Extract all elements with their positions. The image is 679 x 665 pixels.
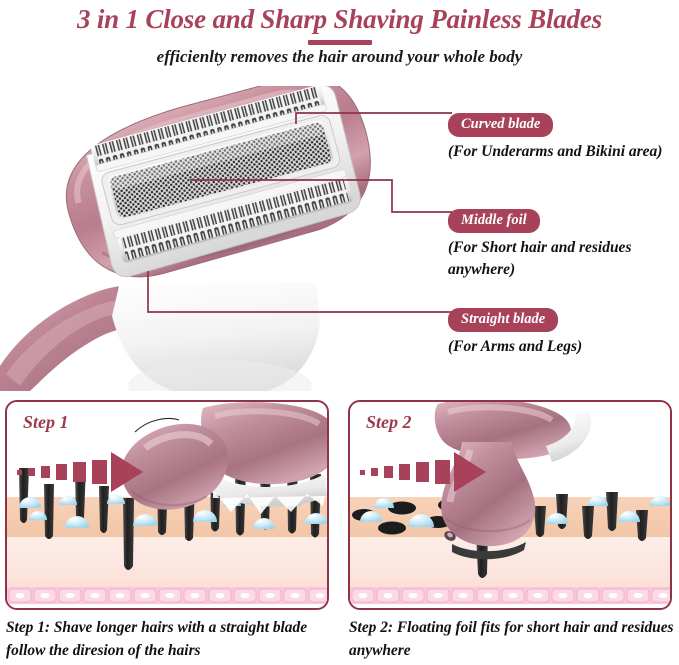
middle-foil-mesh [101, 114, 341, 226]
product-hero-image [0, 86, 679, 391]
page-subtitle: efficienlty removes the hair around your… [156, 47, 523, 66]
skin-cell-strip [350, 587, 670, 604]
shaver-device-step2 [434, 402, 592, 560]
shaver-device-step1 [118, 402, 327, 514]
step-2-label: Step 2 [366, 412, 412, 432]
title-divider [307, 40, 372, 45]
leader-line-curved-blade [295, 112, 452, 124]
callout-leader-lines [147, 112, 452, 313]
direction-arrow [17, 452, 143, 492]
callout-straight-blade: Straight blade (For Arms and Legs) [448, 308, 582, 358]
curved-blade-comb [91, 86, 327, 172]
callout-description-curved-blade: (For Underarms and Bikini area) [448, 142, 663, 160]
step-2-illustration [350, 402, 670, 608]
shaver-body [112, 282, 320, 391]
step-1-label: Step 1 [23, 412, 69, 432]
straight-blade-comb [113, 169, 353, 263]
step-1-illustration [7, 402, 327, 608]
callout-badge-straight-blade: Straight blade [448, 308, 559, 332]
step-1-panel: Step 1 [5, 400, 329, 610]
callout-badge-curved-blade: Curved blade [448, 113, 554, 137]
direction-arrow [360, 452, 486, 492]
callout-badge-middle-foil: Middle foil [448, 209, 540, 233]
skin-dermis [350, 537, 670, 587]
step-2-caption: Step 2: Floating foil fits for short hai… [349, 619, 674, 660]
leader-line-straight-blade [147, 271, 452, 313]
step-2-panel: Step 2 [348, 400, 672, 610]
callout-curved-blade: Curved blade (For Underarms and Bikini a… [448, 113, 662, 163]
leader-line-middle-foil [190, 179, 452, 213]
skin-dermis [7, 537, 327, 587]
page-title: 3 in 1 Close and Sharp Shaving Painless … [77, 4, 602, 34]
step-1-caption: Step 1: Shave longer hairs with a straig… [6, 619, 308, 660]
callout-description-straight-blade: (For Arms and Legs) [448, 337, 583, 355]
body-shadow [128, 360, 312, 391]
callout-middle-foil: Middle foil (For Short hair and residues… [448, 209, 679, 281]
shaver-head-illustration [0, 86, 452, 391]
skin-cell-strip [7, 587, 327, 604]
callout-description-middle-foil: (For Short hair and residues anywhere) [448, 238, 632, 278]
